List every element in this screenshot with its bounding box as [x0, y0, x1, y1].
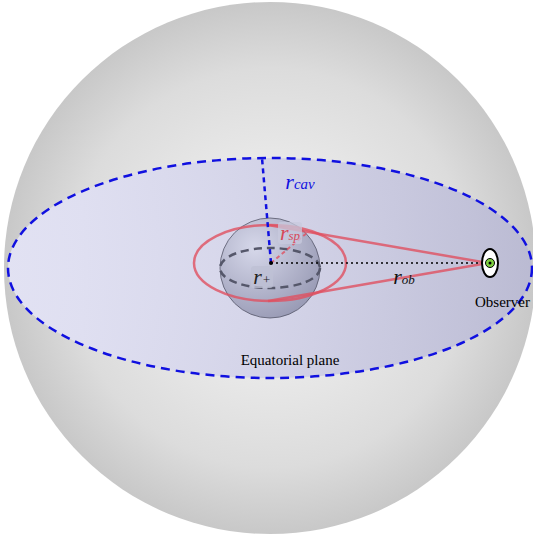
horizon-sphere [220, 218, 320, 318]
radius-line [262, 158, 271, 263]
equatorial-plane [8, 158, 532, 378]
observer-pupil [489, 262, 492, 265]
center-dot [269, 261, 273, 265]
radius-line [271, 262, 484, 264]
radius-label: rcav [285, 171, 314, 193]
radius-label: rob [393, 266, 415, 288]
observer-pupil [486, 259, 495, 268]
cavity-sphere [4, 2, 533, 534]
observer-label: Observer [475, 295, 530, 310]
photon-sphere [194, 225, 346, 301]
tangent-line [268, 263, 488, 301]
observer-eye [482, 249, 498, 277]
plane-label: Equatorial plane [241, 353, 340, 368]
radius-label: rsp [278, 222, 302, 244]
radius-label: r+ [251, 266, 272, 288]
